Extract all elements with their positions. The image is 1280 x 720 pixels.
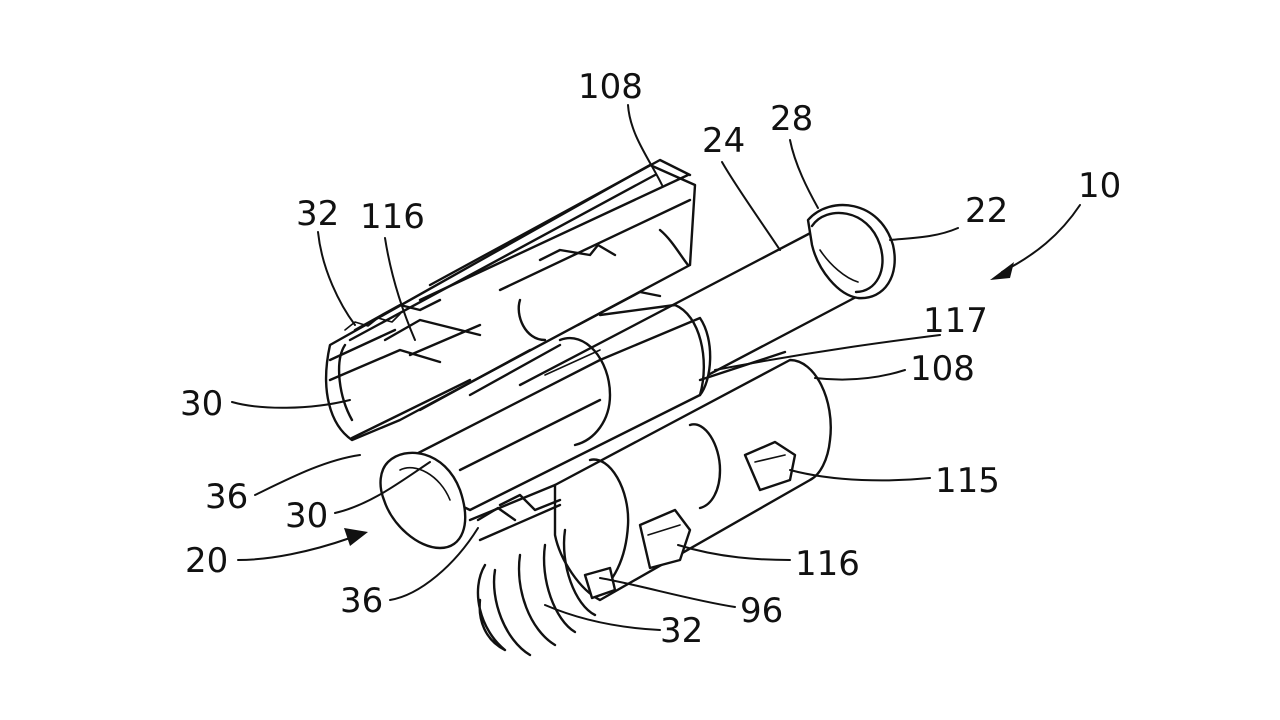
leader-32-top [318, 232, 355, 325]
arrow-10-head [990, 262, 1014, 280]
label-36-bot: 36 [340, 581, 383, 621]
label-30-mid: 30 [285, 496, 328, 536]
label-20: 20 [185, 541, 228, 581]
leader-116-bot [678, 545, 790, 560]
arrow-20-line [238, 538, 350, 560]
label-22: 22 [965, 191, 1008, 231]
label-116-top: 116 [360, 197, 425, 237]
label-24: 24 [702, 121, 745, 161]
label-108-top: 108 [578, 67, 643, 107]
label-116-bot: 116 [795, 544, 860, 584]
leader-28 [790, 140, 818, 208]
leader-32-bot [545, 605, 660, 630]
arrow-20-head [344, 528, 368, 546]
label-115: 115 [935, 461, 1000, 501]
leader-36-left [255, 455, 360, 495]
label-117: 117 [923, 301, 988, 341]
label-36-left: 36 [205, 477, 248, 517]
label-32-top: 32 [296, 194, 339, 234]
label-30-left: 30 [180, 384, 223, 424]
label-28: 28 [770, 99, 813, 139]
label-96: 96 [740, 591, 783, 631]
leader-108-mid [815, 370, 905, 380]
leader-22 [890, 228, 958, 240]
leader-24 [722, 162, 780, 250]
arrow-10-line [1002, 205, 1080, 272]
label-108-mid: 108 [910, 349, 975, 389]
label-32-bot: 32 [660, 611, 703, 651]
leader-96 [600, 578, 735, 607]
label-10: 10 [1078, 166, 1121, 206]
